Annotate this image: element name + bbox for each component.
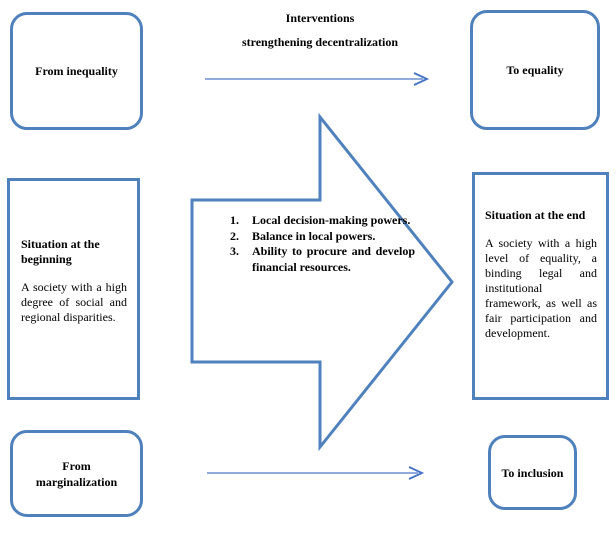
situation-beginning-panel: Situation at the beginning A society wit… [7,178,140,400]
list-item: 2. Balance in local powers. [230,229,416,245]
from-inequality-label: From inequality [35,64,118,78]
interventions-list: 1. Local decision-making powers. 2. Bala… [230,213,416,275]
top-arrow [205,72,430,86]
from-marginalization-label: From marginalization [35,458,118,489]
list-item-text: Ability to procure and develop financial… [252,244,415,274]
list-item: 1. Local decision-making powers. [230,213,416,229]
situation-beginning-title: Situation at the beginning [21,237,100,266]
list-item: 3. Ability to procure and develop financ… [230,244,416,275]
block-arrow-shape [190,112,454,452]
list-item-number: 2. [230,228,239,243]
heading: Interventions strengthening decentraliza… [180,11,460,50]
list-item-number: 1. [230,213,239,227]
list-item-number: 3. [230,244,239,258]
from-marginalization-box: From marginalization [10,430,143,517]
list-item-text: Local decision-making powers. [252,213,411,227]
to-equality-box: To equality [470,10,600,130]
heading-line2: strengthening decentralization [241,35,399,49]
situation-beginning-body: A society with a high degree of social a… [21,280,127,324]
to-inclusion-label: To inclusion [501,465,564,480]
heading-line1: Interventions [285,11,355,25]
bottom-arrow [207,466,425,480]
to-inclusion-box: To inclusion [488,435,577,510]
situation-end-title: Situation at the end [485,208,586,222]
to-equality-label: To equality [506,63,564,77]
list-item-text: Balance in local powers. [252,228,376,243]
situation-end-panel: Situation at the end A society with a hi… [472,172,609,400]
situation-end-body: A society with a high level of equality,… [485,236,597,340]
from-inequality-box: From inequality [10,12,143,130]
